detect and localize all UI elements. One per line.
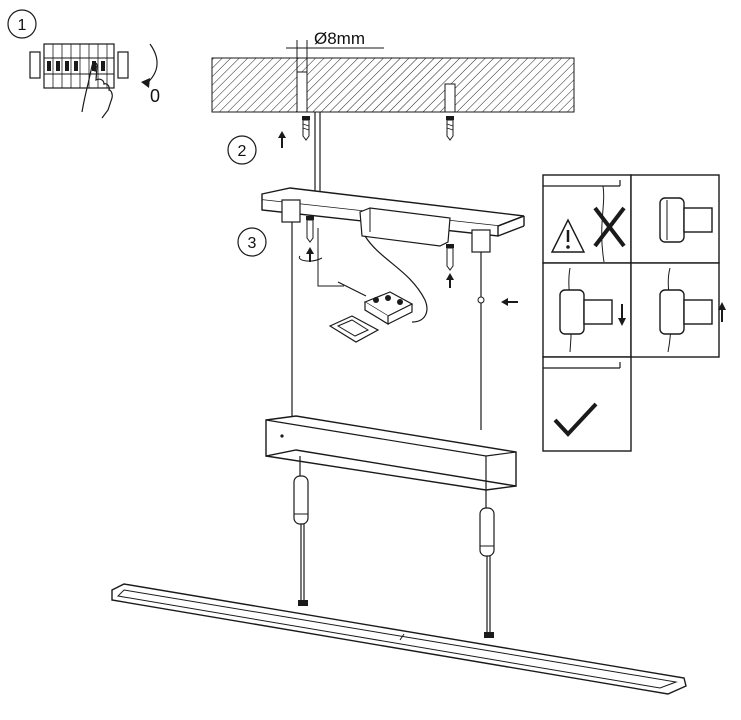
rotate-arrow-icon	[145, 43, 158, 85]
cable-grip-left	[293, 475, 309, 525]
step-2-number: 2	[238, 143, 247, 160]
switch-off-label: 0	[150, 86, 160, 106]
inset-clip-down	[542, 262, 632, 358]
cross-icon	[593, 206, 626, 248]
hand-icon	[81, 62, 113, 119]
wire-to-terminal	[317, 228, 344, 287]
screw-icon	[446, 244, 454, 271]
wire-adjuster	[477, 296, 485, 304]
driver-cable	[364, 235, 428, 323]
step-1-badge	[7, 9, 37, 39]
drill-hole-right	[444, 83, 456, 113]
step-2-group: 2	[227, 116, 454, 165]
ceiling-group: Ø8mm	[211, 29, 575, 113]
step-1-number: 1	[18, 17, 27, 34]
rotate-arrowhead-icon	[141, 78, 150, 88]
screw-icon	[446, 116, 454, 141]
screw-icon	[302, 116, 310, 141]
step-3-group: 3	[237, 187, 525, 343]
terminal-block	[363, 291, 414, 326]
rotate-hint-icon	[298, 255, 323, 262]
inset-wrong	[542, 174, 632, 264]
step-3-number: 3	[248, 235, 257, 252]
step-3-badge	[237, 227, 267, 257]
screw-icon	[306, 216, 314, 243]
terminal-cover-icon	[328, 315, 380, 343]
luminaire-bar	[111, 583, 687, 695]
step-2-badge	[227, 135, 257, 165]
step-1-group: 1 0	[7, 9, 160, 119]
driver-box	[359, 207, 451, 247]
inset-clip-up	[630, 262, 726, 358]
circuit-breaker-icon	[29, 43, 129, 89]
inset-correct	[542, 356, 632, 452]
warning-icon	[550, 218, 586, 253]
drill-diameter-label: Ø8mm	[314, 29, 365, 48]
inset-panels	[542, 174, 726, 452]
drill-hole-left	[296, 71, 308, 113]
cable-grip-right	[479, 507, 495, 557]
ceiling-section	[211, 57, 575, 113]
checkmark-icon	[553, 402, 598, 437]
inset-clip-detail	[630, 174, 720, 264]
